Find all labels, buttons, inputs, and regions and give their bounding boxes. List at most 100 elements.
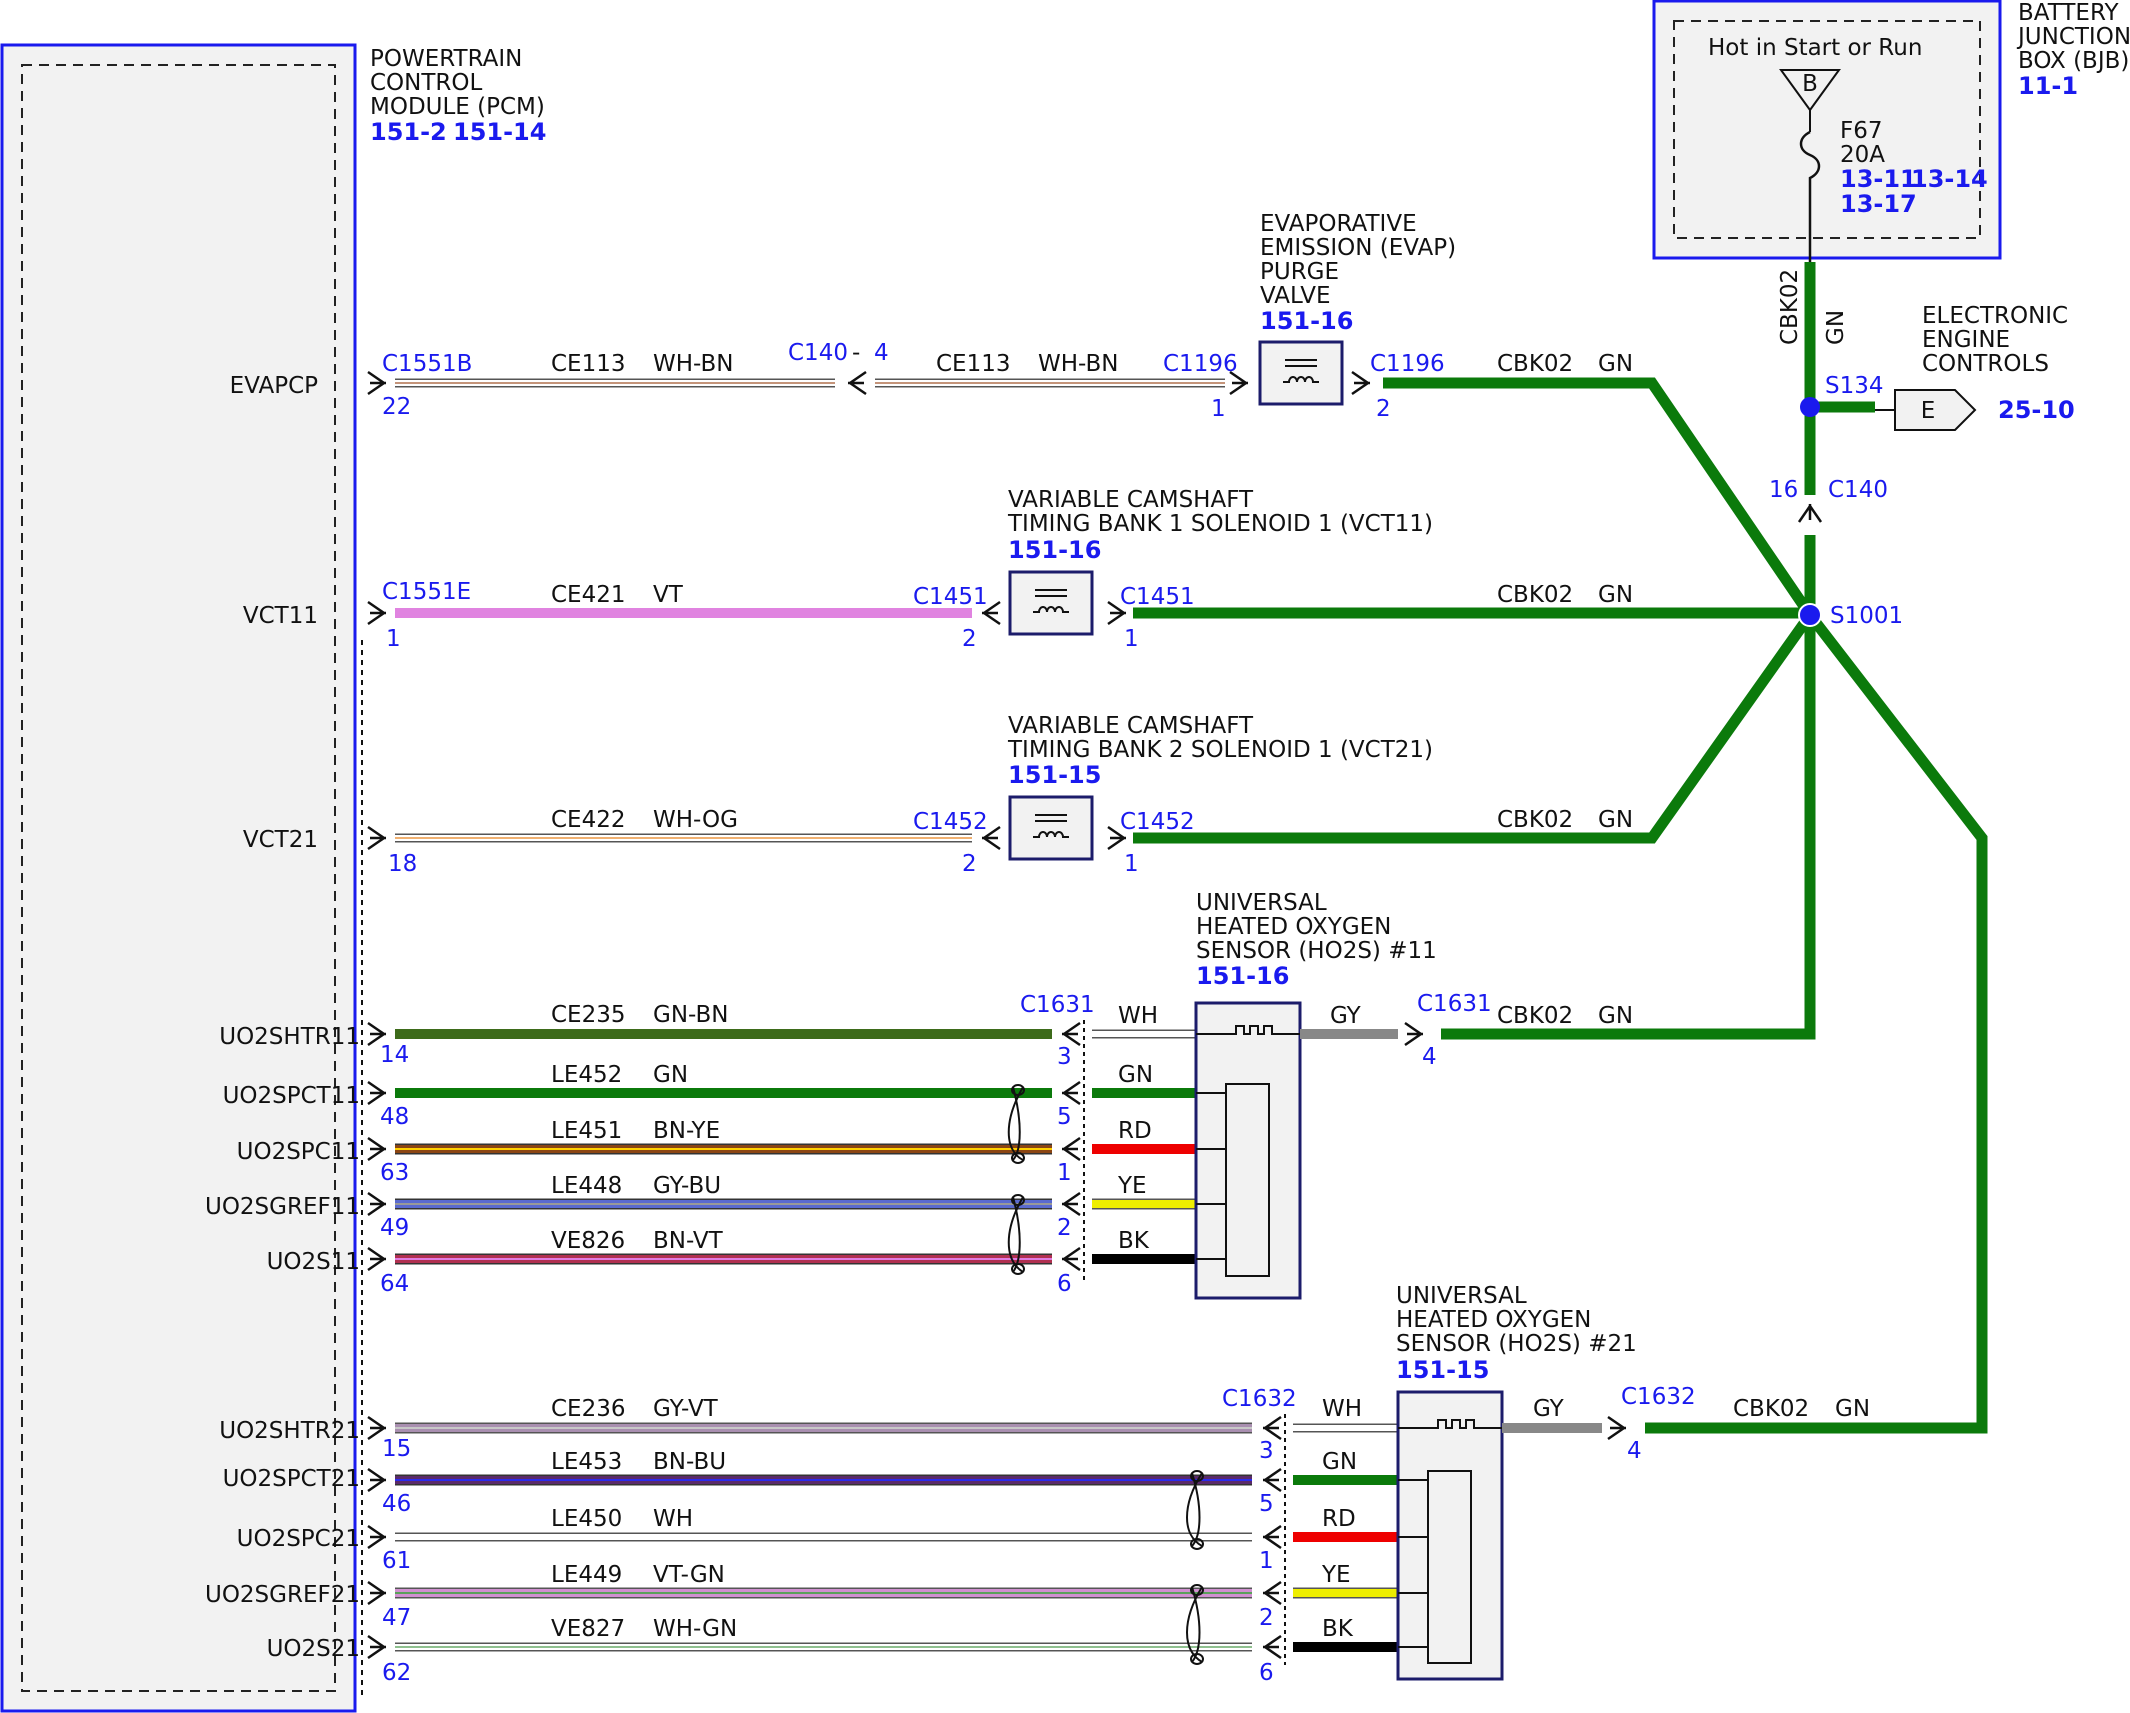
pin-label: 2: [962, 626, 977, 652]
pcm-pin-label: UO2SGREF21: [205, 1582, 360, 1608]
battery-junction-box[interactable]: [1652, 0, 2002, 260]
pcm-ref-1[interactable]: 151-2: [370, 118, 447, 146]
pcm-title-1: POWERTRAIN: [370, 46, 522, 72]
bjb-ref[interactable]: 11-1: [2018, 72, 2078, 100]
pin-label: 3: [1259, 1438, 1274, 1464]
s1001-splice-dot[interactable]: [1798, 603, 1822, 627]
pin-label: 61: [382, 1548, 411, 1574]
pin-label: 4: [874, 340, 889, 366]
wire-color-label: VT: [653, 582, 684, 608]
ho2s21-wires[interactable]: [395, 1422, 1252, 1652]
vct11-solenoid[interactable]: [1008, 570, 1094, 636]
pin-label: 4: [1627, 1438, 1642, 1464]
c1452-arrow-in: [981, 825, 1001, 851]
ho2s11-wires[interactable]: [395, 1029, 1052, 1265]
c1196-arrow-in: [1229, 370, 1249, 396]
pcm-pin-label: UO2S11: [267, 1249, 360, 1275]
ho2s21-title-1: UNIVERSAL: [1396, 1283, 1527, 1309]
circuit-label: CE113: [551, 351, 626, 377]
vct21-solenoid[interactable]: [1008, 795, 1094, 861]
connector-label: C140: [788, 340, 848, 366]
fuse-ref-2[interactable]: 13-14: [1911, 165, 1988, 193]
evap-title-3: PURGE: [1260, 259, 1339, 285]
wire-color-label: BN-YE: [653, 1118, 720, 1144]
fuse-ref-3[interactable]: 13-17: [1840, 190, 1917, 218]
ho2s21-sensor[interactable]: [1396, 1390, 1504, 1681]
bus-b-icon: [1779, 69, 1841, 132]
vct11-title-1: VARIABLE CAMSHAFT: [1008, 487, 1254, 513]
pin-label: 2: [1259, 1605, 1274, 1631]
pcm-pin-labels: EVAPCP VCT11 VCT21 UO2SHTR11 UO2SPCT11 U…: [205, 373, 360, 1662]
sensor-wire-color: RD: [1118, 1118, 1152, 1144]
ho2s21-title-2: HEATED OXYGEN: [1396, 1307, 1591, 1333]
circuit-label: CE421: [551, 582, 626, 608]
eec-connector-icon[interactable]: [1875, 389, 1977, 431]
ho2s11-title-1: UNIVERSAL: [1196, 890, 1327, 916]
pin-label: 1: [1124, 626, 1139, 652]
vct21-title-1: VARIABLE CAMSHAFT: [1008, 713, 1254, 739]
wire-color-label: VT-GN: [653, 1562, 725, 1588]
pcm-pin-label: UO2SPCT11: [223, 1083, 360, 1109]
ho2s11-ref[interactable]: 151-16: [1196, 962, 1289, 990]
wire-color-label: GN: [1598, 807, 1633, 833]
s134-label: S134: [1825, 373, 1884, 399]
ho2s11-title-2: HEATED OXYGEN: [1196, 914, 1391, 940]
vct21-title-2: TIMING BANK 2 SOLENOID 1 (VCT21): [1007, 737, 1433, 763]
sensor-wire-color: GY: [1533, 1396, 1565, 1422]
c140-label: C140: [1828, 477, 1888, 503]
connector-label: C1196: [1163, 351, 1238, 377]
bjb-title-1: BATTERY: [2018, 0, 2119, 26]
pcm-pin-label: UO2SGREF11: [205, 1194, 360, 1220]
pin-label: 1: [1259, 1548, 1274, 1574]
circuit-label: LE450: [551, 1506, 622, 1532]
circuit-label: CBK02: [1497, 807, 1573, 833]
pin-label: 5: [1057, 1104, 1072, 1130]
c1631-arrows: [1061, 1021, 1081, 1272]
c1632-arrows: [1262, 1415, 1282, 1660]
sensor-wire-color: GY: [1330, 1003, 1362, 1029]
circuit-label: CBK02: [1497, 351, 1573, 377]
pin-label: 1: [1057, 1160, 1072, 1186]
evap-title-1: EVAPORATIVE: [1260, 211, 1417, 237]
wire-color-label: WH-BN: [653, 351, 734, 377]
pin-label: 22: [382, 394, 411, 420]
circuit-label: VE826: [551, 1228, 625, 1254]
pin-label: 6: [1057, 1271, 1072, 1297]
pcm-pin-label: UO2SPC11: [237, 1139, 360, 1165]
ho2s21-twist: [1186, 1470, 1204, 1665]
sensor-wire-color: GN: [1322, 1449, 1357, 1475]
ho2s21-ref[interactable]: 151-15: [1396, 1356, 1489, 1384]
circuit-label: LE453: [551, 1449, 622, 1475]
s134-splice-dot[interactable]: [1800, 397, 1820, 417]
eec-ref[interactable]: 25-10: [1998, 396, 2075, 424]
pcm-module: [0, 43, 363, 1713]
pcm-ref-2[interactable]: 151-14: [453, 118, 546, 146]
vct11-ref[interactable]: 151-16: [1008, 536, 1101, 564]
c140-arrow: [847, 370, 867, 396]
eec-title-1: ELECTRONIC: [1922, 303, 2068, 329]
bjb-title-2: JUNCTION: [2016, 24, 2130, 50]
pcm-pin-label: UO2SHTR11: [219, 1024, 360, 1050]
sensor-wire-color: RD: [1322, 1506, 1356, 1532]
connector-label: C1451: [913, 584, 988, 610]
bus-label: B: [1802, 71, 1818, 97]
connector-label: C1551E: [382, 579, 471, 605]
circuit-label: CE422: [551, 807, 626, 833]
eec-title-2: ENGINE: [1922, 327, 2010, 353]
evap-purge-valve[interactable]: [1258, 340, 1344, 406]
c1451-arrow-in: [981, 600, 1001, 626]
pin-label: 46: [382, 1491, 411, 1517]
pcm-pin-label: UO2SPCT21: [223, 1466, 360, 1492]
sensor-wire-color: BK: [1322, 1616, 1354, 1642]
pin-label: 64: [380, 1271, 409, 1297]
wire-color-label: GN: [653, 1062, 688, 1088]
ho2s11-sensor[interactable]: [1194, 1001, 1302, 1300]
evap-ref[interactable]: 151-16: [1260, 307, 1353, 335]
pin-label: 2: [1376, 396, 1391, 422]
connector-label: C1451: [1120, 584, 1195, 610]
cbk02-harness[interactable]: [1133, 262, 1988, 1434]
vct21-ref[interactable]: 151-15: [1008, 761, 1101, 789]
fuse-ref-1[interactable]: 13-11: [1840, 165, 1917, 193]
wire-color-label: GN: [1835, 1396, 1870, 1422]
